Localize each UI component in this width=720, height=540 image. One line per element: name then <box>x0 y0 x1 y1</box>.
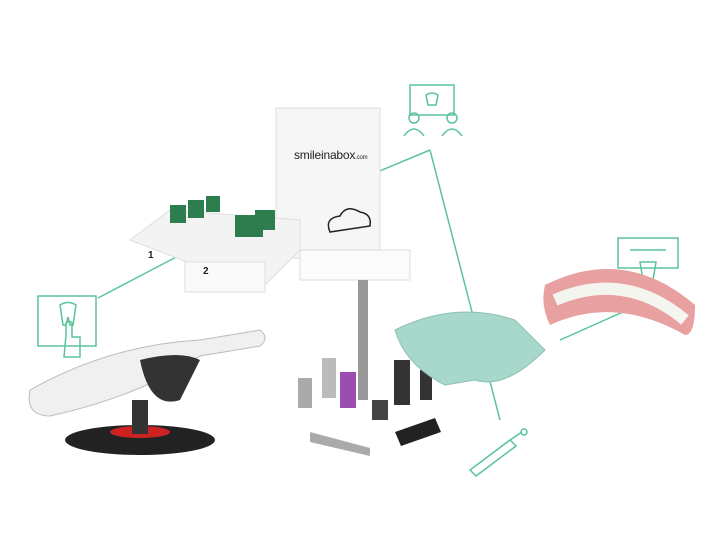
handpiece-icon <box>468 428 528 477</box>
touch-tooth-icon <box>37 295 97 358</box>
brand-suffix: .com <box>355 155 368 161</box>
brand-text: smileinabox <box>294 148 356 162</box>
implant-components <box>298 280 441 456</box>
intraoral-scanner <box>28 329 266 455</box>
tray-label-1: 1 <box>148 250 154 261</box>
brand-name: smileinabox.com <box>294 148 368 162</box>
design-team-icon <box>403 84 463 137</box>
smileinabox-kit <box>128 107 411 293</box>
tray-label-2: 2 <box>203 266 209 277</box>
surgical-guide <box>394 311 546 386</box>
dental-prosthesis <box>543 269 695 335</box>
